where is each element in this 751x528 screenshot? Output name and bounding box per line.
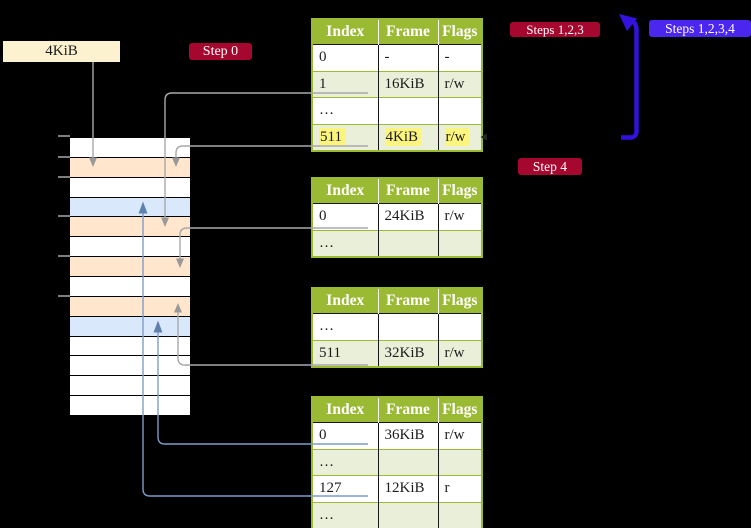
memory-frame-row xyxy=(70,277,190,297)
memory-frame-row xyxy=(70,336,190,357)
col-header-flags: Flags xyxy=(438,288,482,314)
cell-index: … xyxy=(312,97,378,124)
cell-flags: r/w xyxy=(437,123,482,151)
cell-index: 0 xyxy=(312,422,378,449)
page-table-level2: Index Frame Flags … 511 32KiB r/w xyxy=(311,287,483,368)
table-row: 0 - - xyxy=(312,44,482,71)
table-row: … xyxy=(312,97,482,124)
cell-flags xyxy=(437,448,482,476)
cell-frame: 32KiB xyxy=(377,339,438,367)
table-row: … xyxy=(312,501,482,528)
cell-index: 511 xyxy=(312,339,378,367)
memory-frame-row xyxy=(70,396,190,417)
cell-index: … xyxy=(312,313,378,340)
memory-frame-row xyxy=(70,237,190,258)
col-header-index: Index xyxy=(312,397,379,423)
step-0-badge: Step 0 xyxy=(189,43,252,60)
cell-frame: - xyxy=(377,44,438,71)
cell-frame xyxy=(377,97,438,124)
tick-mark xyxy=(58,294,70,297)
cell-flags: r/w xyxy=(437,203,482,230)
cell-frame xyxy=(377,501,438,528)
col-header-frame: Frame xyxy=(378,288,439,314)
cell-frame: 24KiB xyxy=(377,203,438,230)
table-row: … xyxy=(312,313,482,340)
memory-frame-row xyxy=(70,257,190,278)
cell-index: 127 xyxy=(312,475,378,502)
col-header-frame: Frame xyxy=(378,19,439,45)
memory-frame-row xyxy=(70,197,190,218)
memory-frame-row xyxy=(70,138,190,158)
recursive-loop-arrow xyxy=(621,17,639,140)
col-header-frame: Frame xyxy=(378,397,439,423)
col-header-flags: Flags xyxy=(438,397,482,423)
col-header-index: Index xyxy=(312,178,379,204)
tick-mark xyxy=(58,155,70,158)
table-row: … xyxy=(312,229,482,257)
memory-frame-row xyxy=(70,217,190,238)
memory-frame-row xyxy=(70,356,190,377)
col-header-flags: Flags xyxy=(438,19,482,45)
tick-mark xyxy=(58,135,70,137)
cell-frame: 4KiB xyxy=(377,123,438,151)
cell-index: … xyxy=(312,448,378,476)
page-table-level1: Index Frame Flags 0 36KiB r/w … 127 12Ki… xyxy=(311,396,483,528)
cell-flags xyxy=(437,97,482,124)
table-row: 127 12KiB r xyxy=(312,475,482,502)
cell-flags xyxy=(437,313,482,340)
steps-1234-badge: Steps 1,2,3,4 xyxy=(649,20,751,37)
cell-index: … xyxy=(312,229,378,257)
cell-index: 0 xyxy=(312,44,378,71)
table-row: 0 36KiB r/w xyxy=(312,422,482,449)
cell-flags: r/w xyxy=(437,422,482,449)
col-header-flags: Flags xyxy=(438,178,482,204)
memory-frame-row xyxy=(70,177,190,198)
cell-flags xyxy=(437,229,482,257)
page-table-level4: Index Frame Flags 0 - - 1 16KiB r/w … 51… xyxy=(311,18,483,152)
cell-index: … xyxy=(312,501,378,528)
cell-flags: - xyxy=(437,44,482,71)
table-row: 1 16KiB r/w xyxy=(312,70,482,98)
frame-size-label: 4KiB xyxy=(3,41,120,62)
steps-123-badge: Steps 1,2,3 xyxy=(510,22,600,37)
cell-frame xyxy=(377,313,438,340)
table-row-recursive-entry: 511 4KiB r/w xyxy=(312,123,482,151)
cell-index: 0 xyxy=(312,203,378,230)
cell-flags: r/w xyxy=(437,339,482,367)
table-row: 0 24KiB r/w xyxy=(312,203,482,230)
cell-frame: 36KiB xyxy=(377,422,438,449)
cell-flags xyxy=(437,501,482,528)
cell-frame: 12KiB xyxy=(377,475,438,502)
step-4-badge: Step 4 xyxy=(518,158,582,175)
tick-mark xyxy=(58,254,70,257)
tick-mark xyxy=(58,175,70,178)
cell-frame: 16KiB xyxy=(377,70,438,98)
memory-frame-row xyxy=(70,316,190,337)
col-header-index: Index xyxy=(312,19,379,45)
cell-flags: r/w xyxy=(437,70,482,98)
tick-mark xyxy=(58,214,70,217)
cell-frame xyxy=(377,448,438,476)
physical-memory-strip xyxy=(70,137,190,417)
memory-frame-row xyxy=(70,157,190,178)
memory-frame-row xyxy=(70,296,190,317)
page-table-level3: Index Frame Flags 0 24KiB r/w … xyxy=(311,177,483,258)
cell-frame xyxy=(377,229,438,257)
col-header-frame: Frame xyxy=(378,178,439,204)
cell-flags: r xyxy=(437,475,482,502)
memory-frame-row xyxy=(70,376,190,397)
table-row: … xyxy=(312,448,482,476)
cell-index: 511 xyxy=(312,123,378,151)
arrowhead-up-left-icon xyxy=(619,14,637,31)
cell-index: 1 xyxy=(312,70,378,98)
col-header-index: Index xyxy=(312,288,379,314)
table-row: 511 32KiB r/w xyxy=(312,339,482,367)
